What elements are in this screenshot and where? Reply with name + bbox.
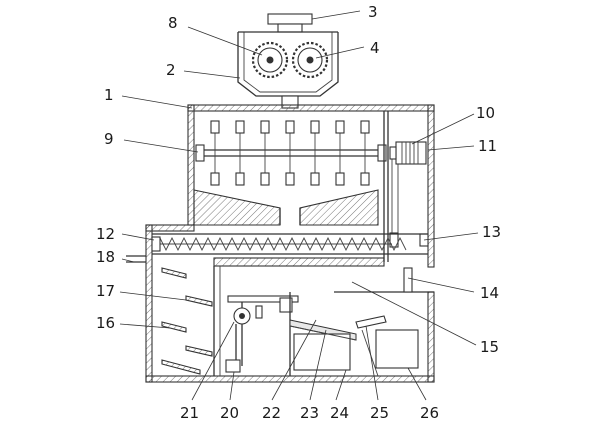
label-8: 8	[168, 14, 178, 32]
sieve-plate	[213, 257, 385, 376]
crushing-hopper	[237, 31, 339, 97]
main-housing	[145, 104, 435, 383]
part-labels: 3 8 4 2 1 9 10 11 12 13 18 14 17 16 15 2…	[96, 3, 501, 422]
lower-pulley	[389, 232, 429, 248]
label-10: 10	[476, 104, 495, 122]
label-18: 18	[96, 248, 115, 266]
filter-tank	[289, 292, 357, 376]
label-24: 24	[330, 404, 349, 422]
crushing-roller-left	[251, 41, 289, 79]
inclined-baffles	[161, 267, 213, 375]
water-pump	[225, 295, 299, 373]
label-25: 25	[370, 404, 389, 422]
label-1: 1	[104, 86, 114, 104]
crushing-roller-right	[291, 41, 329, 79]
label-17: 17	[96, 282, 115, 300]
chamber-funnel	[193, 189, 379, 226]
label-13: 13	[482, 223, 501, 241]
label-3: 3	[368, 3, 378, 21]
screw-conveyor	[151, 233, 428, 255]
label-23: 23	[300, 404, 319, 422]
mixing-shaft	[195, 144, 387, 162]
collection-box	[375, 329, 419, 369]
label-21: 21	[180, 404, 199, 422]
stirring-paddles	[210, 120, 370, 186]
drive-motor	[389, 141, 427, 165]
label-4: 4	[370, 39, 380, 57]
water-inlet-pipe	[126, 255, 146, 263]
side-outlet	[403, 267, 413, 293]
feed-inlet	[267, 13, 313, 33]
label-11: 11	[478, 137, 497, 155]
label-9: 9	[104, 130, 114, 148]
label-16: 16	[96, 314, 115, 332]
label-20: 20	[220, 404, 239, 422]
label-22: 22	[262, 404, 281, 422]
label-2: 2	[166, 61, 176, 79]
label-26: 26	[420, 404, 439, 422]
drive-belt	[383, 111, 399, 262]
leader-lines	[119, 10, 479, 401]
label-15: 15	[480, 338, 499, 356]
label-14: 14	[480, 284, 499, 302]
label-12: 12	[96, 225, 115, 243]
